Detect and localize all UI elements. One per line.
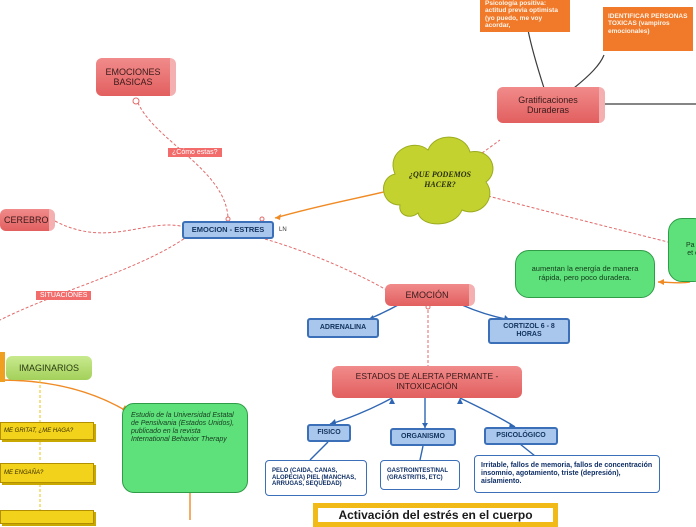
label-como-estas[interactable]: ¿Cómo estas? xyxy=(168,148,222,157)
imaginarios-edge xyxy=(0,352,5,382)
arrow-to-aumentan xyxy=(658,279,664,285)
link-basicas-emocion-estres xyxy=(135,97,229,223)
link-grat-psicologia xyxy=(527,29,545,89)
arrow-estados-left xyxy=(389,398,395,404)
dark-connectors xyxy=(527,29,696,105)
node-fisico-label: FISICO xyxy=(317,428,341,436)
node-yellow-2-label: ME ENGAÑA? xyxy=(4,469,44,476)
link-estados-psicologico xyxy=(459,397,516,428)
note-aumentan-label: aumentan la energía de manera rápida, pe… xyxy=(531,264,639,282)
link-grat-identificar xyxy=(573,54,605,89)
node-emocion-estres[interactable]: EMOCION - ESTRES xyxy=(182,221,274,239)
node-psicologico-label: PSICOLÓGICO xyxy=(496,431,546,439)
link-cerebro-emocion-estres xyxy=(54,220,189,234)
cloud-fill xyxy=(383,136,494,225)
note-right-label: Pa ul et et xyxy=(686,241,696,257)
arrow-estados-right xyxy=(457,398,463,404)
node-yellow-3[interactable] xyxy=(0,510,94,524)
node-yellow-1-label: ME GRITAT, ¿ME HAGA? xyxy=(4,427,74,434)
detail-organismo[interactable]: GASTROINTESTINAL (GRASTRITIS, ETC) xyxy=(380,460,460,490)
detail-fisico-label: PELO (CAIDA, CANAS, ALOPECIA) PIEL (MANC… xyxy=(272,467,356,488)
link-fisico-detail xyxy=(309,441,329,461)
cloud-que-podemos-hacer[interactable]: ¿QUE PODEMOS HACER? xyxy=(408,170,471,189)
link-cloud-right xyxy=(487,195,673,244)
detail-fisico[interactable]: PELO (CAIDA, CANAS, ALOPECIA) PIEL (MANC… xyxy=(265,460,367,496)
node-organismo[interactable]: ORGANISMO xyxy=(390,428,456,446)
node-cortizol[interactable]: CORTIZOL 6 - 8 HORAS xyxy=(488,318,570,344)
node-psicologia-label: Psicología positiva: actitud previa opti… xyxy=(485,0,558,30)
node-emocion[interactable]: EMOCIÓN xyxy=(385,284,475,306)
node-gratificaciones-label: Gratificaciones Duraderas xyxy=(518,94,578,115)
emocion-estres-tag: LN xyxy=(279,227,287,233)
node-adrenalina-label: ADRENALINA xyxy=(319,323,367,331)
note-aumentan[interactable]: aumentan la energía de manera rápida, pe… xyxy=(515,250,655,298)
node-cortizol-label: CORTIZOL 6 - 8 HORAS xyxy=(503,322,555,338)
detail-organismo-label: GASTROINTESTINAL (GRASTRITIS, ETC) xyxy=(387,468,448,481)
title-activacion[interactable]: Activación del estrés en el cuerpo xyxy=(313,503,558,527)
label-situaciones[interactable]: SITUACIONES xyxy=(36,291,92,300)
detail-psicologico-label: Irritable, fallos de memoria, fallos de … xyxy=(481,461,653,486)
link-psicologico-detail xyxy=(519,443,536,457)
node-cerebro-label: CEREBRO xyxy=(4,214,49,225)
arrow-to-emocion-estres xyxy=(275,214,281,220)
node-organismo-label: ORGANISMO xyxy=(401,432,445,440)
node-emociones-basicas-label: EMOCIONES BASICAS xyxy=(105,66,161,87)
node-cerebro[interactable]: CEREBRO xyxy=(0,209,55,231)
link-organismo-detail xyxy=(419,445,424,461)
node-identificar-label: IDENTIFICAR PERSONAS TOXICAS (vampiros e… xyxy=(608,13,688,35)
dashed-connectors xyxy=(0,97,673,366)
node-yellow-1[interactable]: ME GRITAT, ¿ME HAGA? xyxy=(0,422,94,440)
node-imaginarios-label: IMAGINARIOS xyxy=(18,362,79,373)
node-estados-label: ESTADOS DE ALERTA PERMANTE - INTOXICACIÓ… xyxy=(355,371,499,391)
node-fisico[interactable]: FISICO xyxy=(307,424,351,442)
dot-basicas xyxy=(132,97,140,105)
link-cloud-gratificaciones xyxy=(477,139,501,157)
link-emocion-estres-cloud xyxy=(274,189,393,219)
node-psicologia-positiva[interactable]: Psicología positiva: actitud previa opti… xyxy=(480,0,570,32)
node-emociones-basicas[interactable]: EMOCIONES BASICAS xyxy=(96,58,176,96)
arrow-psicologico xyxy=(509,423,515,428)
node-estados-alerta[interactable]: ESTADOS DE ALERTA PERMANTE - INTOXICACIÓ… xyxy=(332,366,522,398)
link-imaginarios-estudio xyxy=(0,379,129,413)
node-psicologico[interactable]: PSICOLÓGICO xyxy=(484,427,558,445)
note-estudio[interactable]: Estudio de la Universidad Estatal de Pen… xyxy=(122,403,248,493)
note-estudio-label: Estudio de la Universidad Estatal de Pen… xyxy=(131,412,235,444)
arrow-fisico xyxy=(330,419,336,424)
note-right-partial[interactable]: Pa ul et et xyxy=(668,218,696,282)
node-emocion-estres-label: EMOCION - ESTRES xyxy=(191,224,265,234)
node-yellow-2[interactable]: ME ENGAÑA? xyxy=(0,463,94,483)
link-estados-fisico xyxy=(329,397,393,425)
detail-psicologico[interactable]: Irritable, fallos de memoria, fallos de … xyxy=(474,455,660,493)
node-adrenalina[interactable]: ADRENALINA xyxy=(307,318,379,338)
node-imaginarios[interactable]: IMAGINARIOS xyxy=(6,356,92,380)
node-identificar[interactable]: IDENTIFICAR PERSONAS TOXICAS (vampiros e… xyxy=(603,7,693,51)
arrow-organismo xyxy=(422,423,428,428)
cloud-shape xyxy=(383,136,494,225)
node-emocion-label: EMOCIÓN xyxy=(405,289,449,300)
link-emocion-estres-emocion xyxy=(264,238,391,293)
link-emocion-estres-situaciones xyxy=(0,235,189,321)
node-gratificaciones[interactable]: Gratificaciones Duraderas xyxy=(497,87,605,123)
